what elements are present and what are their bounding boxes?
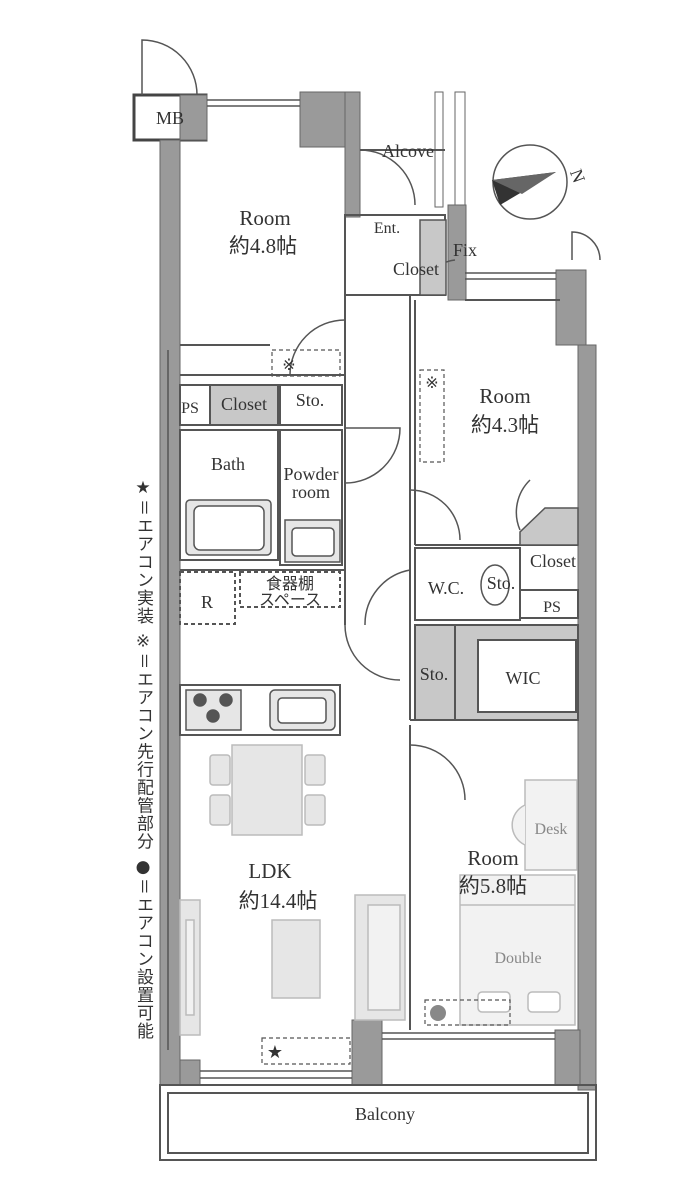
walls <box>132 91 597 1091</box>
label-refrigerator: R <box>201 592 213 612</box>
label-sto-wc: Sto. <box>487 573 516 593</box>
fixtures <box>185 219 579 731</box>
label-room-se: Room <box>467 846 518 870</box>
label-room-ne: Room <box>479 384 530 408</box>
label-room-nw: Room <box>239 206 290 230</box>
label-kome-mark-2: ※ <box>425 375 438 392</box>
label-compass-n: N <box>566 166 589 185</box>
closet-right-shape <box>519 507 579 546</box>
toilet <box>480 564 510 606</box>
interior-lines <box>159 149 597 1161</box>
label-ps-right: PS <box>543 599 561 616</box>
label-closet-ent: Closet <box>393 259 439 279</box>
ac-dot <box>430 1005 446 1021</box>
label-sto-upper: Sto. <box>296 390 325 410</box>
label-dish-space-1: 食器棚 <box>266 575 314 593</box>
ac-markers <box>261 349 511 1065</box>
label-room-se-size: 約5.8帖 <box>459 874 527 898</box>
compass-icon <box>492 144 568 220</box>
legend: ★＝エアコン実装 ※＝エアコン先行配管部分 ●＝エアコン設置可能 <box>128 478 158 1040</box>
label-double: Double <box>494 950 541 967</box>
label-wc: W.C. <box>428 578 464 598</box>
label-powder-room-1: Powder <box>284 464 339 484</box>
label-mb: MB <box>156 108 184 128</box>
label-balcony: Balcony <box>355 1104 415 1124</box>
windows <box>167 99 556 1079</box>
dining-table <box>231 744 303 836</box>
label-ldk: LDK <box>248 859 291 883</box>
label-sto-mid: Sto. <box>420 664 449 684</box>
label-bath: Bath <box>211 454 245 474</box>
label-closet-left: Closet <box>221 394 267 414</box>
furniture <box>179 744 578 1036</box>
label-desk: Desk <box>535 821 568 838</box>
desk <box>524 779 578 871</box>
entrance-closet <box>419 219 447 296</box>
label-powder-room-2: room <box>292 482 330 502</box>
label-ps-left: PS <box>181 400 199 417</box>
labels: MB Alcove Ent. Closet Fix Room 約4.8帖 Roo… <box>156 108 589 1124</box>
label-star-mark: ★ <box>267 1042 283 1062</box>
wall-left-outer <box>159 139 181 1086</box>
label-closet-right: Closet <box>530 551 576 571</box>
label-room-nw-size: 約4.8帖 <box>229 234 297 258</box>
label-alcove: Alcove <box>382 141 434 161</box>
wall-right-outer <box>577 344 597 1091</box>
label-kome-mark-1: ※ <box>282 357 295 374</box>
label-room-ne-size: 約4.3帖 <box>471 413 539 437</box>
legend-line-1: ★＝エアコン実装 <box>133 478 153 625</box>
legend-line-2: ※＝エアコン先行配管部分 <box>133 631 153 851</box>
coffee-table <box>271 919 321 999</box>
label-wic: WIC <box>506 668 541 688</box>
label-ldk-size: 約14.4帖 <box>239 889 318 913</box>
legend-line-3: ●＝エアコン設置可能 <box>133 856 153 1040</box>
label-ent: Ent. <box>374 220 400 237</box>
label-dish-space-2: スペース <box>259 592 321 609</box>
label-fix: Fix <box>453 240 477 260</box>
